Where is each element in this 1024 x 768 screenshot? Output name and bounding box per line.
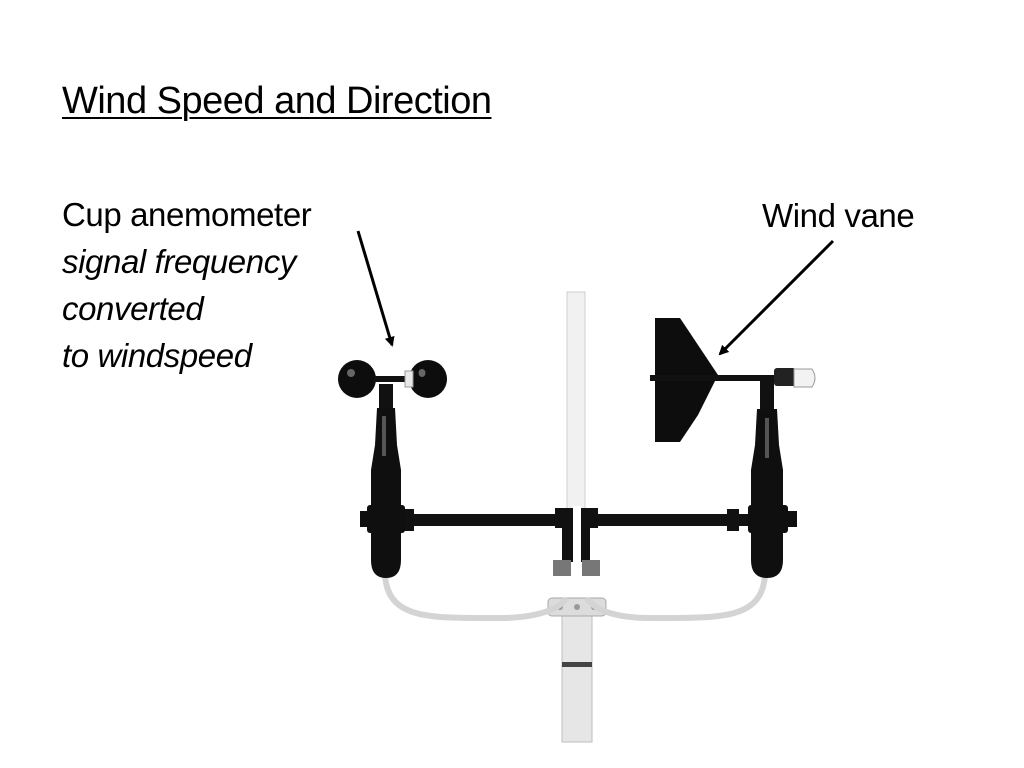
slide-title: Wind Speed and Direction <box>62 80 492 122</box>
cup-anemometer-heading: Cup anemometer <box>62 196 312 233</box>
wind-vane-icon <box>650 318 816 578</box>
cup-anemometer-description-line: converted <box>62 290 204 327</box>
cross-arm-icon <box>402 506 748 576</box>
cup-anemometer-icon <box>338 360 447 578</box>
cup-anemometer-description-line: signal frequency <box>62 243 296 280</box>
wind-vane-pointer-arrow <box>718 239 835 356</box>
cup-anemometer-label: Cup anemometer signal frequency converte… <box>62 191 312 379</box>
wind-vane-label: Wind vane <box>762 197 915 234</box>
cable-icon <box>382 572 768 622</box>
anemometer-pointer-arrow <box>356 230 395 347</box>
cup-anemometer-description-line: to windspeed <box>62 337 252 374</box>
